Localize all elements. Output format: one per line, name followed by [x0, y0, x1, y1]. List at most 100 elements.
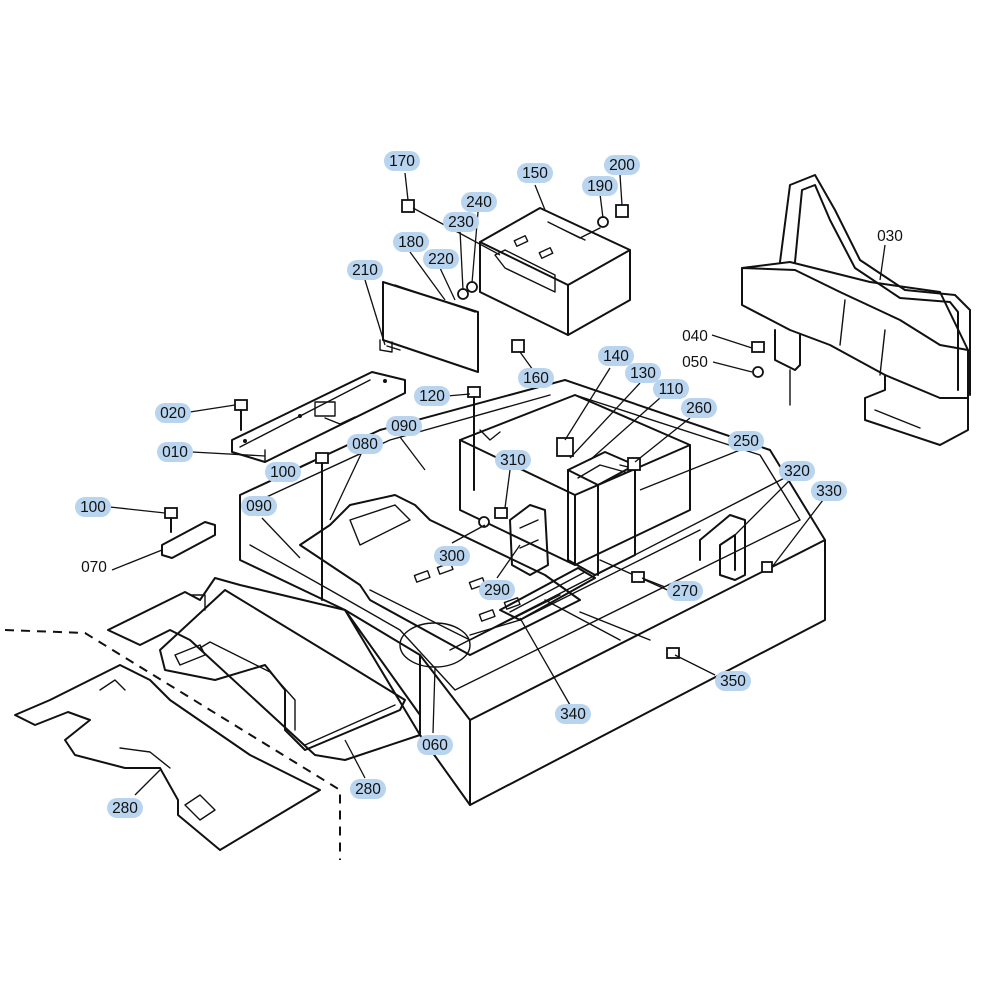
part-label[interactable]: 330 — [811, 481, 847, 501]
svg-text:280: 280 — [355, 781, 381, 798]
part-label[interactable]: 020 — [155, 403, 191, 423]
bolt-120 — [467, 386, 481, 491]
part-labels: 170 150 190 200 240 230 180 220 210 030 … — [75, 151, 903, 818]
part-label[interactable]: 030 — [877, 228, 903, 245]
part-label[interactable]: 250 — [728, 431, 764, 451]
svg-text:220: 220 — [428, 251, 454, 268]
mat-boundary-line — [4, 629, 341, 860]
svg-text:260: 260 — [686, 400, 712, 417]
part-label[interactable]: 100 — [265, 462, 301, 482]
svg-text:100: 100 — [80, 499, 106, 516]
nut-300 — [478, 516, 490, 528]
svg-text:090: 090 — [391, 418, 417, 435]
part-label[interactable]: 010 — [157, 442, 193, 462]
svg-text:250: 250 — [733, 433, 759, 450]
bolt-330 — [761, 561, 773, 573]
svg-text:230: 230 — [448, 214, 474, 231]
svg-text:020: 020 — [160, 405, 186, 422]
part-label[interactable]: 270 — [667, 581, 703, 601]
part-label[interactable]: 090 — [241, 496, 277, 516]
part-label[interactable]: 280 — [350, 779, 386, 799]
grab-handle — [699, 514, 746, 581]
part-label[interactable]: 170 — [384, 151, 420, 171]
pedal-plate — [499, 567, 596, 621]
svg-text:290: 290 — [484, 582, 510, 599]
part-label[interactable]: 340 — [555, 704, 591, 724]
knob-140 — [556, 437, 574, 457]
floor-mat-upper — [107, 577, 421, 761]
svg-text:330: 330 — [816, 483, 842, 500]
part-label[interactable]: 280 — [107, 798, 143, 818]
bolt-100-mid — [315, 452, 329, 601]
lever-cover — [509, 504, 549, 576]
part-label[interactable]: 090 — [386, 416, 422, 436]
part-label[interactable]: 060 — [417, 735, 453, 755]
part-label[interactable]: 070 — [81, 559, 107, 576]
part-label[interactable]: 230 — [443, 212, 479, 232]
svg-text:340: 340 — [560, 706, 586, 723]
small-plate — [161, 521, 216, 559]
washer-190 — [597, 216, 609, 228]
left-bracket-plate — [231, 371, 406, 463]
bolt-040 — [751, 341, 765, 353]
part-label[interactable]: 190 — [582, 176, 618, 196]
svg-text:150: 150 — [522, 165, 548, 182]
svg-text:040: 040 — [682, 328, 708, 345]
svg-text:310: 310 — [500, 452, 526, 469]
svg-text:350: 350 — [720, 673, 746, 690]
svg-text:170: 170 — [389, 153, 415, 170]
washer-240 — [466, 281, 478, 293]
part-label[interactable]: 320 — [779, 461, 815, 481]
floor-mat-lower — [14, 664, 321, 851]
bolt-350 — [666, 647, 680, 659]
leader-lines — [109, 172, 886, 796]
svg-text:120: 120 — [419, 388, 445, 405]
part-label[interactable]: 050 — [682, 354, 708, 371]
part-label[interactable]: 120 — [414, 386, 450, 406]
seat-guard — [741, 174, 971, 446]
part-label[interactable]: 260 — [681, 398, 717, 418]
console-column — [567, 451, 636, 576]
part-label[interactable]: 040 — [682, 328, 708, 345]
part-label[interactable]: 130 — [625, 363, 661, 383]
svg-text:130: 130 — [630, 365, 656, 382]
svg-text:140: 140 — [603, 348, 629, 365]
svg-text:320: 320 — [784, 463, 810, 480]
svg-text:060: 060 — [422, 737, 448, 754]
part-label[interactable]: 350 — [715, 671, 751, 691]
part-label[interactable]: 310 — [495, 450, 531, 470]
svg-text:050: 050 — [682, 354, 708, 371]
bolt-020 — [234, 399, 248, 431]
svg-text:180: 180 — [398, 234, 424, 251]
part-label[interactable]: 160 — [518, 368, 554, 388]
floor-plate — [299, 494, 581, 656]
parts-drawing — [4, 172, 971, 860]
part-label[interactable]: 240 — [461, 192, 497, 212]
part-label[interactable]: 300 — [434, 546, 470, 566]
washer-050 — [752, 366, 764, 378]
part-label[interactable]: 080 — [347, 434, 383, 454]
battery-box — [479, 207, 631, 336]
svg-text:030: 030 — [877, 228, 903, 245]
panel-210 — [379, 281, 479, 373]
part-label[interactable]: 220 — [423, 249, 459, 269]
part-label[interactable]: 290 — [479, 580, 515, 600]
svg-text:070: 070 — [81, 559, 107, 576]
svg-text:300: 300 — [439, 548, 465, 565]
part-label[interactable]: 200 — [604, 155, 640, 175]
part-label[interactable]: 150 — [517, 163, 553, 183]
part-label[interactable]: 210 — [347, 260, 383, 280]
svg-text:110: 110 — [659, 381, 684, 398]
svg-text:280: 280 — [112, 800, 138, 817]
bolt-270 — [631, 571, 645, 583]
bolt-100-left — [164, 507, 178, 533]
part-label[interactable]: 110 — [653, 379, 689, 399]
svg-text:080: 080 — [352, 436, 378, 453]
svg-text:190: 190 — [587, 178, 613, 195]
part-label[interactable]: 100 — [75, 497, 111, 517]
fasteners — [164, 199, 773, 659]
part-label[interactable]: 140 — [598, 346, 634, 366]
svg-text:010: 010 — [162, 444, 188, 461]
part-label[interactable]: 180 — [393, 232, 429, 252]
